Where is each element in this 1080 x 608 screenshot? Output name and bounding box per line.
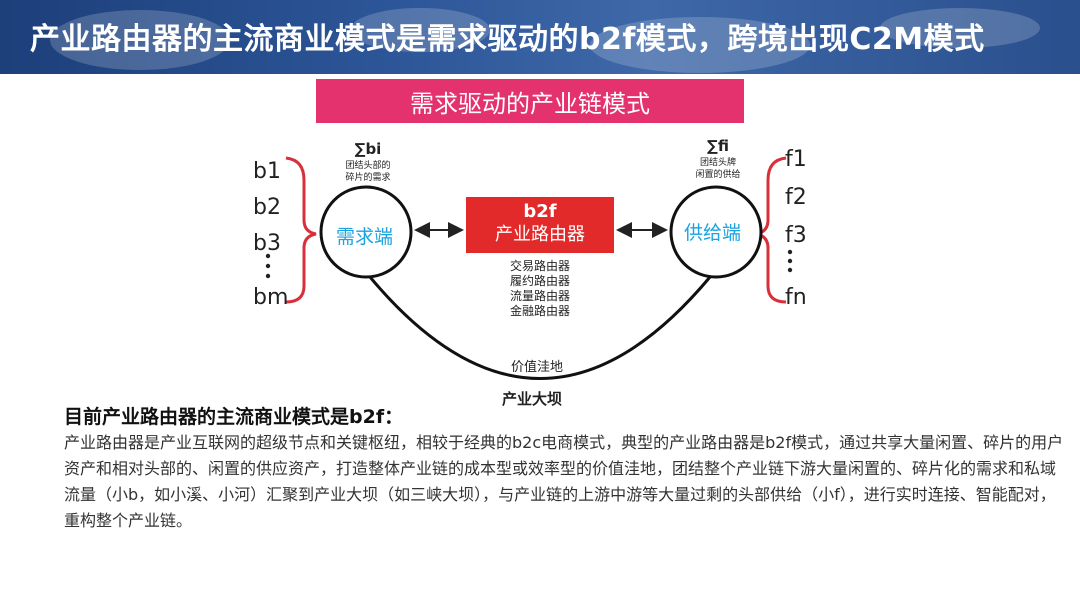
supply-item-fn: fn xyxy=(785,285,807,310)
list-item: 履约路由器 xyxy=(509,274,570,288)
supply-item-f1: f1 xyxy=(785,147,807,172)
industry-dam-label: 产业大坝 xyxy=(502,390,563,408)
router-types-list: 交易路由器 履约路由器 流量路由器 金融路由器 xyxy=(500,259,580,319)
valley-curve xyxy=(368,276,712,380)
demand-item-bm: bm xyxy=(253,285,289,310)
diagram-title: 需求驱动的产业链模式 xyxy=(316,79,744,123)
router-model-label: b2f xyxy=(523,201,557,222)
description-body: 产业路由器是产业互联网的超级节点和关键枢纽，相较于经典的b2c电商模式，典型的产… xyxy=(64,433,1064,530)
page-title: 产业路由器的主流商业模式是需求驱动的b2f模式，跨境出现C2M模式 xyxy=(30,22,985,57)
world-map-backdrop xyxy=(50,8,1040,73)
supply-end-label: 供给端 xyxy=(684,222,742,244)
supply-sum-label: ∑fi xyxy=(707,137,729,155)
industry-router-box: b2f 产业路由器 xyxy=(466,197,614,253)
demand-sum-note: 团结头部的 碎片的需求 xyxy=(345,161,391,183)
demand-item-b3: b3 xyxy=(253,231,281,256)
demand-item-b2: b2 xyxy=(253,195,281,220)
description-section: 目前产业路由器的主流商业模式是b2f： 产业路由器是产业互联网的超级节点和关键枢… xyxy=(64,404,1064,534)
demand-circle xyxy=(319,185,413,279)
demand-item-b1: b1 xyxy=(253,159,281,184)
supply-item-f2: f2 xyxy=(785,185,807,210)
supply-sum-note: 团结头牌 闲置的供给 xyxy=(695,158,741,180)
left-bracket xyxy=(285,156,317,304)
demand-end-label: 需求端 xyxy=(336,226,394,248)
router-name-label: 产业路由器 xyxy=(495,224,585,245)
header-banner: 产业路由器的主流商业模式是需求驱动的b2f模式，跨境出现C2M模式 xyxy=(0,0,1080,74)
supply-circle xyxy=(669,185,763,279)
list-item: 流量路由器 xyxy=(509,289,570,303)
description-heading: 目前产业路由器的主流商业模式是b2f： xyxy=(64,406,404,428)
list-item: 金融路由器 xyxy=(509,304,570,318)
supply-item-f3: f3 xyxy=(785,223,807,248)
diagram-lines xyxy=(265,156,793,380)
demand-sum-label: ∑bi xyxy=(354,140,382,158)
industry-chain-diagram: 需求驱动的产业链模式 b1 b2 b3 bm f1 f2 f3 fn xyxy=(253,79,807,408)
value-valley-label: 价值洼地 xyxy=(511,360,564,375)
list-item: 交易路由器 xyxy=(509,259,570,273)
